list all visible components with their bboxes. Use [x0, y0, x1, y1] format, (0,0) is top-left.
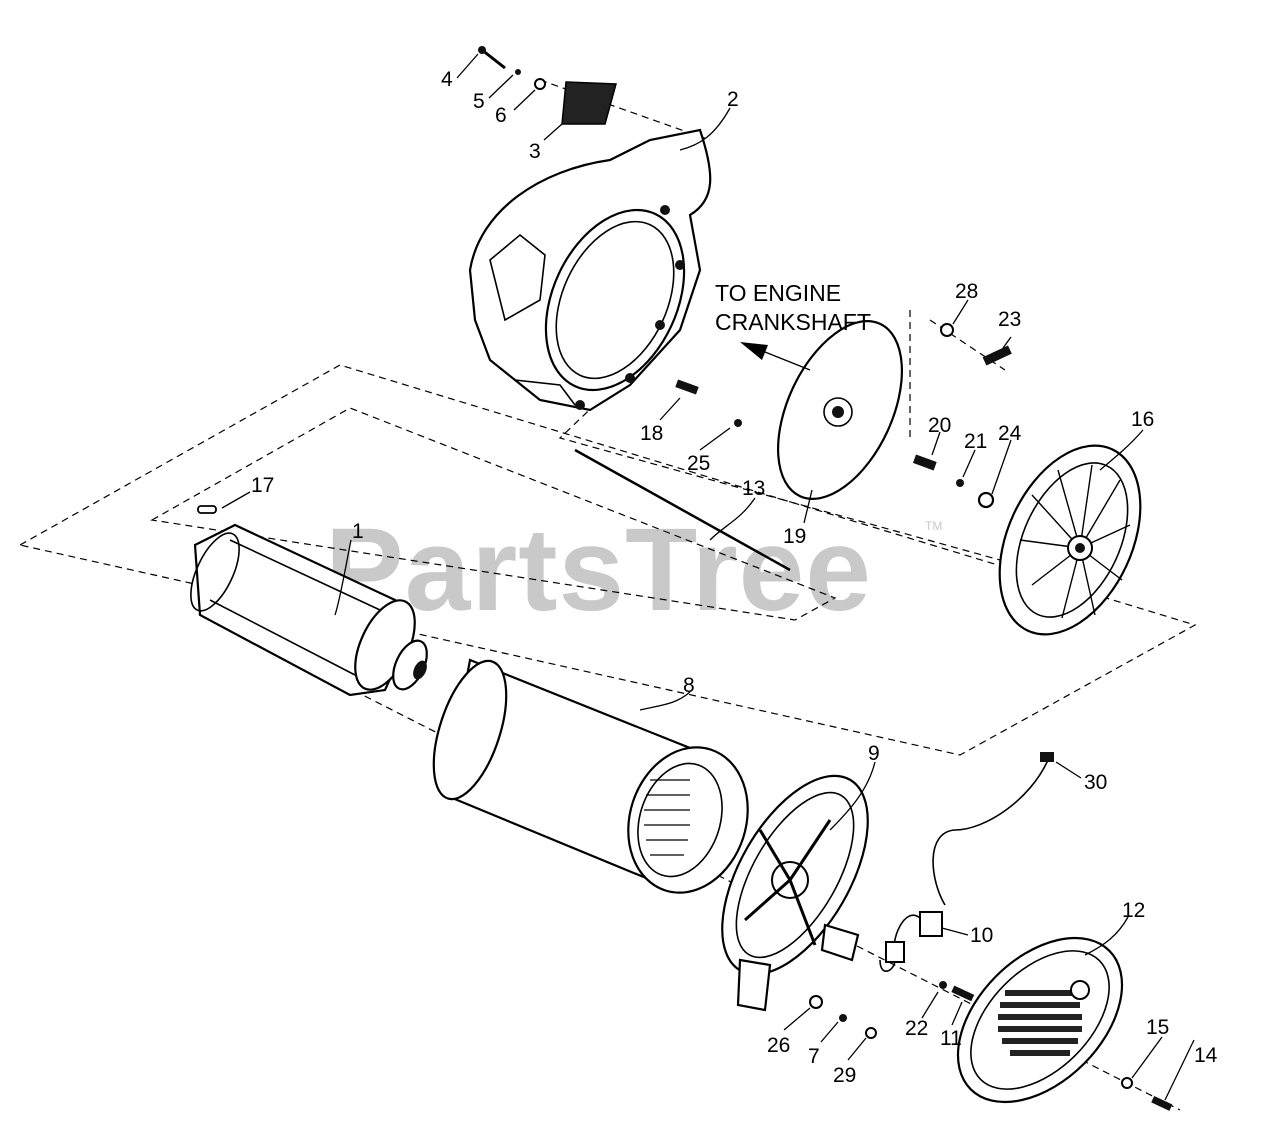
part-label-25: 25 — [687, 452, 710, 475]
part-label-10: 10 — [970, 924, 993, 947]
part-label-16: 16 — [1131, 408, 1154, 431]
part-label-11: 11 — [940, 1027, 962, 1050]
part-label-6: 6 — [495, 104, 507, 127]
flex-plate-part — [776, 320, 904, 500]
part-label-28: 28 — [955, 280, 978, 303]
washer-part-26 — [809, 995, 823, 1009]
part-label-23: 23 — [998, 308, 1021, 331]
part-label-7: 7 — [808, 1045, 820, 1068]
nut-part-28 — [940, 323, 954, 337]
washer-part-22 — [939, 981, 947, 989]
part-label-22: 22 — [905, 1017, 928, 1040]
part-label-12: 12 — [1122, 899, 1145, 922]
washer-part-21 — [956, 479, 964, 487]
part-label-21: 21 — [964, 430, 987, 453]
screw-part-14 — [1151, 1096, 1173, 1111]
rotor-part — [190, 523, 428, 697]
bolt-part-20 — [912, 454, 937, 471]
washer-part-25 — [734, 419, 742, 427]
leader-lines — [221, 53, 1195, 1101]
pin-part-17 — [197, 505, 217, 514]
part-label-4: 4 — [441, 68, 453, 91]
part-label-20: 20 — [928, 414, 951, 437]
part-label-15: 15 — [1146, 1016, 1169, 1039]
through-bolt-part — [574, 448, 791, 572]
blower-housing-part — [468, 128, 712, 412]
part-label-1: 1 — [352, 520, 364, 543]
bolt-part-18 — [675, 379, 699, 395]
axis-line-upper — [558, 394, 1001, 561]
outer-assembly-outline — [18, 364, 1197, 756]
watermark-text: PartsTree — [325, 504, 872, 636]
part-label-24: 24 — [998, 422, 1022, 445]
bearing-carrier-part — [721, 774, 869, 1012]
part-label-18: 18 — [640, 422, 663, 445]
washer-part-24 — [977, 491, 995, 509]
washer-part-5 — [515, 69, 521, 75]
washer-part-6 — [534, 78, 546, 90]
part-label-8: 8 — [683, 674, 695, 697]
part-label-3: 3 — [529, 140, 541, 163]
part-label-2: 2 — [727, 88, 739, 111]
part-label-19: 19 — [783, 525, 806, 548]
bolt-part-23 — [982, 345, 1012, 366]
wire-harness-part — [879, 752, 1054, 972]
part-label-26: 26 — [767, 1034, 790, 1057]
part-label-9: 9 — [868, 742, 880, 765]
crankshaft-direction-arrow — [740, 342, 811, 371]
washer-part-7 — [839, 1014, 847, 1022]
fan-part — [998, 444, 1142, 636]
part-label-29: 29 — [833, 1064, 856, 1087]
inner-assembly-outline — [150, 407, 837, 621]
watermark-trademark: TM — [925, 519, 942, 533]
stator-part — [432, 658, 749, 894]
screen-part — [561, 81, 617, 125]
screw-part-4 — [478, 46, 506, 70]
part-number-labels: 1 2 3 4 5 6 7 8 9 10 11 12 13 14 15 16 1… — [251, 68, 1218, 1087]
part-label-5: 5 — [473, 90, 485, 113]
part-label-14: 14 — [1194, 1044, 1218, 1067]
end-cover-part — [956, 936, 1124, 1104]
part-label-17: 17 — [251, 474, 274, 497]
callout-line-2: CRANKSHAFT — [715, 309, 871, 335]
part-label-13: 13 — [742, 477, 765, 500]
washer-part-15 — [1121, 1077, 1133, 1089]
part-label-30: 30 — [1084, 771, 1107, 794]
screw-part-11 — [951, 985, 975, 1002]
bolt-part-29 — [865, 1027, 877, 1039]
callout-line-1: TO ENGINE — [715, 280, 841, 306]
